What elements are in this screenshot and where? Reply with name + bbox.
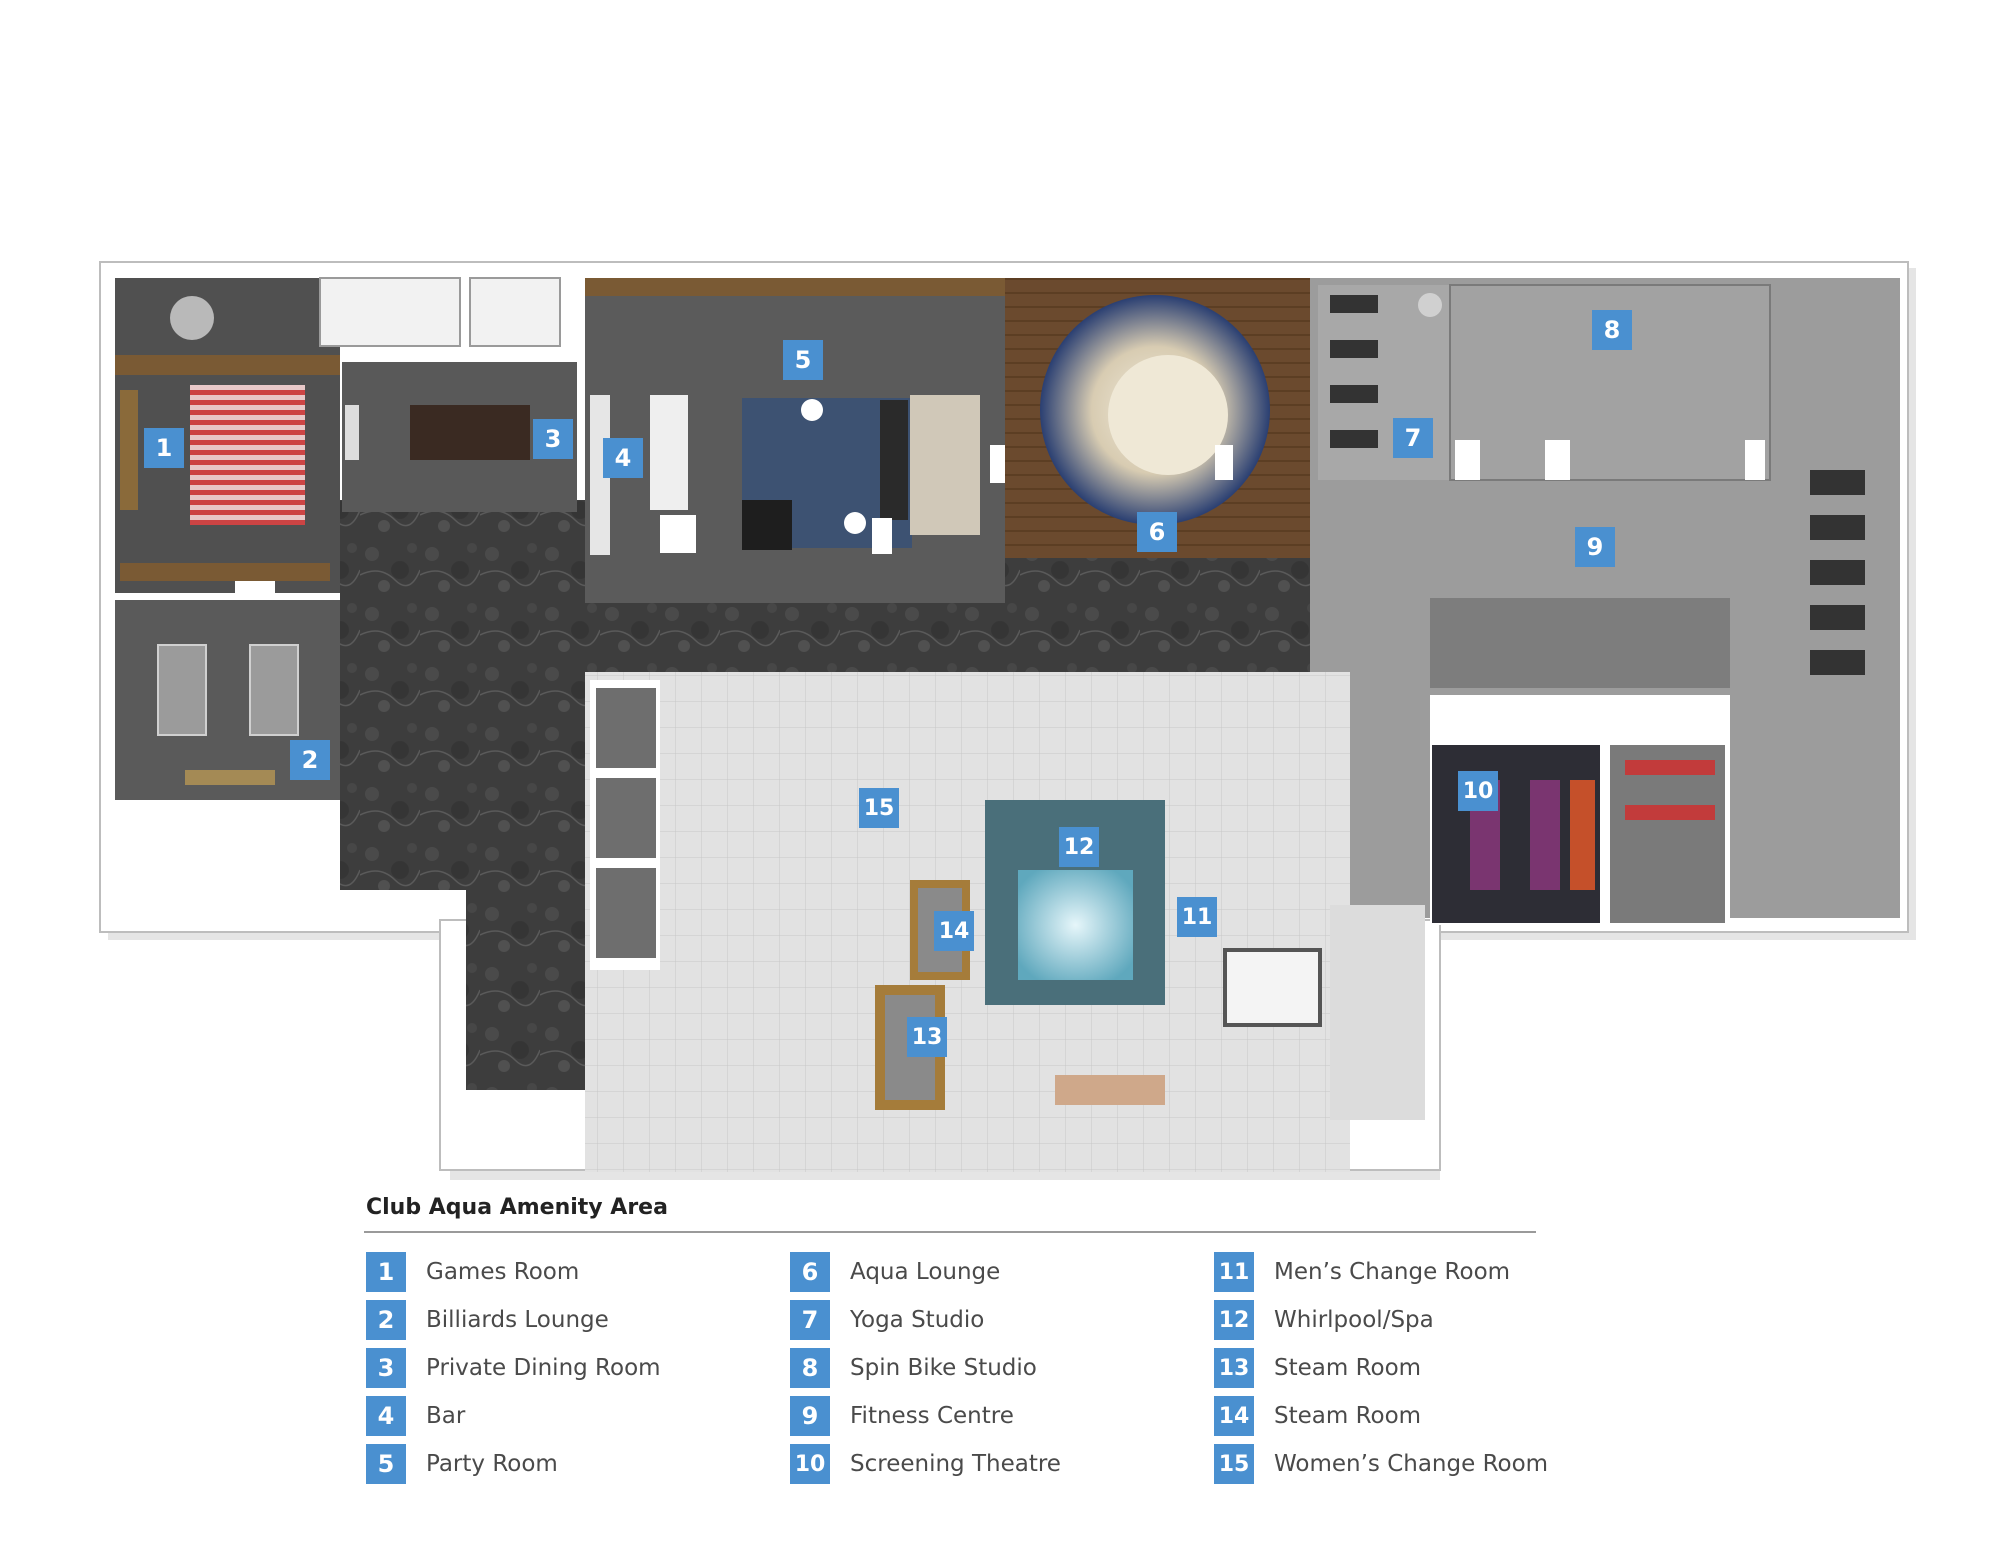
legend-label: Screening Theatre (850, 1451, 1061, 1477)
legend-badge: 3 (366, 1348, 406, 1388)
legend-badge: 15 (1214, 1444, 1254, 1484)
legend-label: Party Room (426, 1451, 558, 1477)
legend-badge: 5 (366, 1444, 406, 1484)
marker-10: 10 (1458, 771, 1498, 811)
legend-badge: 2 (366, 1300, 406, 1340)
legend-label: Men’s Change Room (1274, 1259, 1511, 1285)
legend-badge: 12 (1214, 1300, 1254, 1340)
legend-item: 8 Spin Bike Studio (790, 1348, 1037, 1388)
marker-6: 6 (1137, 512, 1177, 552)
legend-badge: 10 (790, 1444, 830, 1484)
games-room (115, 278, 340, 595)
legend-title: Club Aqua Amenity Area (366, 1195, 668, 1220)
marker-7: 7 (1393, 418, 1433, 458)
fitness-centre (1310, 278, 1900, 918)
legend-badge: 7 (790, 1300, 830, 1340)
marker-8: 8 (1592, 310, 1632, 350)
legend-label: Steam Room (1274, 1403, 1422, 1429)
legend-item: 4 Bar (366, 1396, 465, 1436)
marker-12: 12 (1059, 827, 1099, 867)
legend-badge: 4 (366, 1396, 406, 1436)
legend-label: Billiards Lounge (426, 1307, 609, 1333)
legend-label: Yoga Studio (850, 1307, 985, 1333)
legend-label: Aqua Lounge (850, 1259, 1001, 1285)
legend-item: 1 Games Room (366, 1252, 579, 1292)
legend-item: 9 Fitness Centre (790, 1396, 1014, 1436)
marker-5: 5 (783, 340, 823, 380)
change-rooms (585, 672, 1425, 1172)
legend-item: 6 Aqua Lounge (790, 1252, 1000, 1292)
marker-1: 1 (144, 428, 184, 468)
marker-4: 4 (603, 438, 643, 478)
legend-item: 13 Steam Room (1214, 1348, 1421, 1388)
marker-11: 11 (1177, 897, 1217, 937)
legend-item: 15 Women’s Change Room (1214, 1444, 1548, 1484)
legend-item: 11 Men’s Change Room (1214, 1252, 1510, 1292)
legend-badge: 1 (366, 1252, 406, 1292)
private-dining-room (342, 362, 577, 512)
marker-3: 3 (533, 419, 573, 459)
legend-item: 14 Steam Room (1214, 1396, 1421, 1436)
legend-badge: 13 (1214, 1348, 1254, 1388)
marker-15: 15 (859, 788, 899, 828)
legend-badge: 14 (1214, 1396, 1254, 1436)
legend-badge: 9 (790, 1396, 830, 1436)
legend-label: Steam Room (1274, 1355, 1422, 1381)
marker-14: 14 (934, 911, 974, 951)
party-room (585, 278, 1006, 603)
legend-label: Games Room (426, 1259, 580, 1285)
legend-item: 5 Party Room (366, 1444, 558, 1484)
aqua-lounge (1005, 278, 1310, 558)
legend-badge: 6 (790, 1252, 830, 1292)
legend-badge: 11 (1214, 1252, 1254, 1292)
legend-badge: 8 (790, 1348, 830, 1388)
legend-label: Whirlpool/Spa (1274, 1307, 1434, 1333)
legend-label: Bar (426, 1403, 466, 1429)
legend-item: 10 Screening Theatre (790, 1444, 1061, 1484)
marker-13: 13 (907, 1017, 947, 1057)
legend-item: 7 Yoga Studio (790, 1300, 984, 1340)
legend-item: 3 Private Dining Room (366, 1348, 661, 1388)
legend-label: Women’s Change Room (1274, 1451, 1549, 1477)
marker-2: 2 (290, 740, 330, 780)
top-windows (319, 277, 561, 347)
legend-item: 2 Billiards Lounge (366, 1300, 609, 1340)
legend-item: 12 Whirlpool/Spa (1214, 1300, 1434, 1340)
screening-theatre (1430, 695, 1730, 925)
legend-label: Private Dining Room (426, 1355, 661, 1381)
legend-label: Spin Bike Studio (850, 1355, 1037, 1381)
legend-label: Fitness Centre (850, 1403, 1014, 1429)
legend-divider (364, 1231, 1536, 1233)
marker-9: 9 (1575, 527, 1615, 567)
